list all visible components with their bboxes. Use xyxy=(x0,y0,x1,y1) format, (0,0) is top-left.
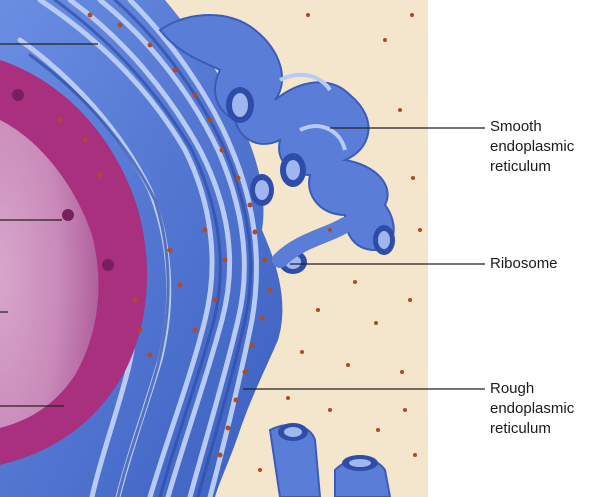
lower-tubules xyxy=(268,423,392,497)
leader-lines xyxy=(0,43,485,407)
nuclear-pores xyxy=(12,89,114,271)
ribosome-dots xyxy=(57,12,422,472)
smooth-er-label: Smooth endoplasmic reticulum xyxy=(490,118,575,175)
rough-er-dark-folds xyxy=(28,0,253,497)
smooth-er xyxy=(158,14,395,274)
ribosome-label: Ribosome xyxy=(490,255,558,272)
white-margin xyxy=(428,0,611,497)
nucleus-interior xyxy=(0,120,99,428)
rough-er-label: Rough endoplasmic reticulum xyxy=(490,380,575,437)
